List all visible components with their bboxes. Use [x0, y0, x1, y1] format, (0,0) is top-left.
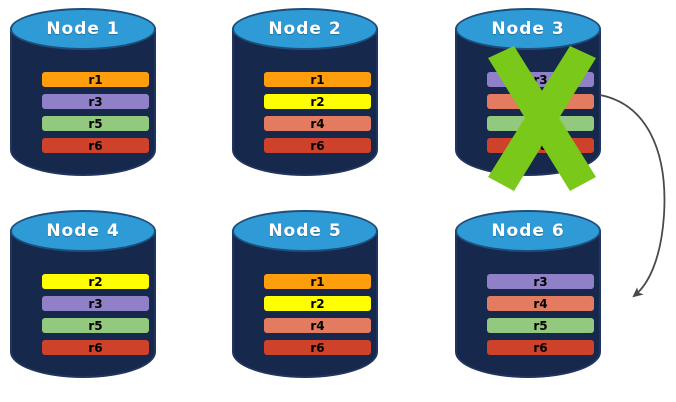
node-cylinder-5[interactable]: Node 5 r1 r2 r4 r6: [232, 210, 378, 386]
record-bar[interactable]: r3: [42, 296, 149, 311]
node-label: Node 6: [491, 221, 565, 241]
record-bar[interactable]: r6: [42, 340, 149, 355]
record-bar[interactable]: r5: [487, 116, 594, 131]
record-bar-label: r2: [310, 296, 325, 311]
record-bar[interactable]: r4: [264, 116, 371, 131]
record-bar[interactable]: r3: [487, 274, 594, 289]
record-bar[interactable]: r6: [487, 340, 594, 355]
record-bar-list: r1 r2 r4 r6: [264, 72, 371, 160]
record-bar-label: r6: [88, 138, 103, 153]
record-bar-label: r1: [310, 274, 325, 289]
cylinder-top-ellipse: Node 6: [455, 210, 601, 252]
record-bar-label: r3: [88, 94, 103, 109]
record-bar-list: r1 r3 r5 r6: [42, 72, 149, 160]
record-bar-label: r4: [310, 116, 325, 131]
record-bar-label: r6: [310, 138, 325, 153]
record-bar-list: r2 r3 r5 r6: [42, 274, 149, 362]
record-bar[interactable]: r6: [264, 138, 371, 153]
record-bar[interactable]: r1: [264, 72, 371, 87]
record-bar[interactable]: r3: [487, 72, 594, 87]
record-bar-label: r4: [310, 318, 325, 333]
curved-arrow-icon: [599, 94, 666, 298]
record-bar[interactable]: r2: [42, 274, 149, 289]
record-bar-label: r5: [88, 116, 103, 131]
record-bar-label: r1: [310, 72, 325, 87]
record-bar-label: r3: [533, 72, 548, 87]
record-bar-list: r1 r2 r4 r6: [264, 274, 371, 362]
cylinder-top-ellipse: Node 4: [10, 210, 156, 252]
record-bar[interactable]: r4: [487, 296, 594, 311]
cylinder-top-ellipse: Node 1: [10, 8, 156, 50]
record-bar-label: r1: [88, 72, 103, 87]
record-bar[interactable]: r6: [42, 138, 149, 153]
record-bar[interactable]: r2: [264, 296, 371, 311]
node-cylinder-6[interactable]: Node 6 r3 r4 r5 r6: [455, 210, 601, 386]
node-label: Node 3: [491, 19, 565, 39]
record-bar[interactable]: r5: [42, 116, 149, 131]
record-bar-list: r3 r4 r5 r6: [487, 72, 594, 160]
record-bar-label: r5: [533, 116, 548, 131]
node-label: Node 2: [268, 19, 342, 39]
record-bar-label: r3: [88, 296, 103, 311]
node-label: Node 5: [268, 221, 342, 241]
cylinder-top-ellipse: Node 5: [232, 210, 378, 252]
record-bar[interactable]: r5: [42, 318, 149, 333]
cylinder-top-ellipse: Node 3: [455, 8, 601, 50]
record-bar-label: r4: [533, 296, 548, 311]
record-bar-label: r2: [310, 94, 325, 109]
record-bar-list: r3 r4 r5 r6: [487, 274, 594, 362]
node-cylinder-4[interactable]: Node 4 r2 r3 r5 r6: [10, 210, 156, 386]
node-cylinder-2[interactable]: Node 2 r1 r2 r4 r6: [232, 8, 378, 184]
record-bar[interactable]: r4: [264, 318, 371, 333]
record-bar[interactable]: r6: [264, 340, 371, 355]
record-bar-label: r6: [88, 340, 103, 355]
record-bar[interactable]: r1: [42, 72, 149, 87]
record-bar[interactable]: r6: [487, 138, 594, 153]
record-bar-label: r2: [88, 274, 103, 289]
node-cylinder-3[interactable]: Node 3 r3 r4 r5 r6: [455, 8, 601, 191]
node-label: Node 1: [46, 19, 120, 39]
record-bar-label: r3: [533, 274, 548, 289]
cylinder-top-ellipse: Node 2: [232, 8, 378, 50]
record-bar[interactable]: r2: [264, 94, 371, 109]
record-bar-label: r6: [533, 138, 548, 153]
node-cylinder-1[interactable]: Node 1 r1 r3 r5 r6: [10, 8, 156, 184]
record-bar-label: r6: [533, 340, 548, 355]
record-bar-label: r5: [533, 318, 548, 333]
record-bar-label: r5: [88, 318, 103, 333]
record-bar-label: r6: [310, 340, 325, 355]
record-bar[interactable]: r4: [487, 94, 594, 109]
record-bar[interactable]: r5: [487, 318, 594, 333]
record-bar[interactable]: r1: [264, 274, 371, 289]
node-label: Node 4: [46, 221, 120, 241]
record-bar[interactable]: r3: [42, 94, 149, 109]
record-bar-label: r4: [533, 94, 548, 109]
